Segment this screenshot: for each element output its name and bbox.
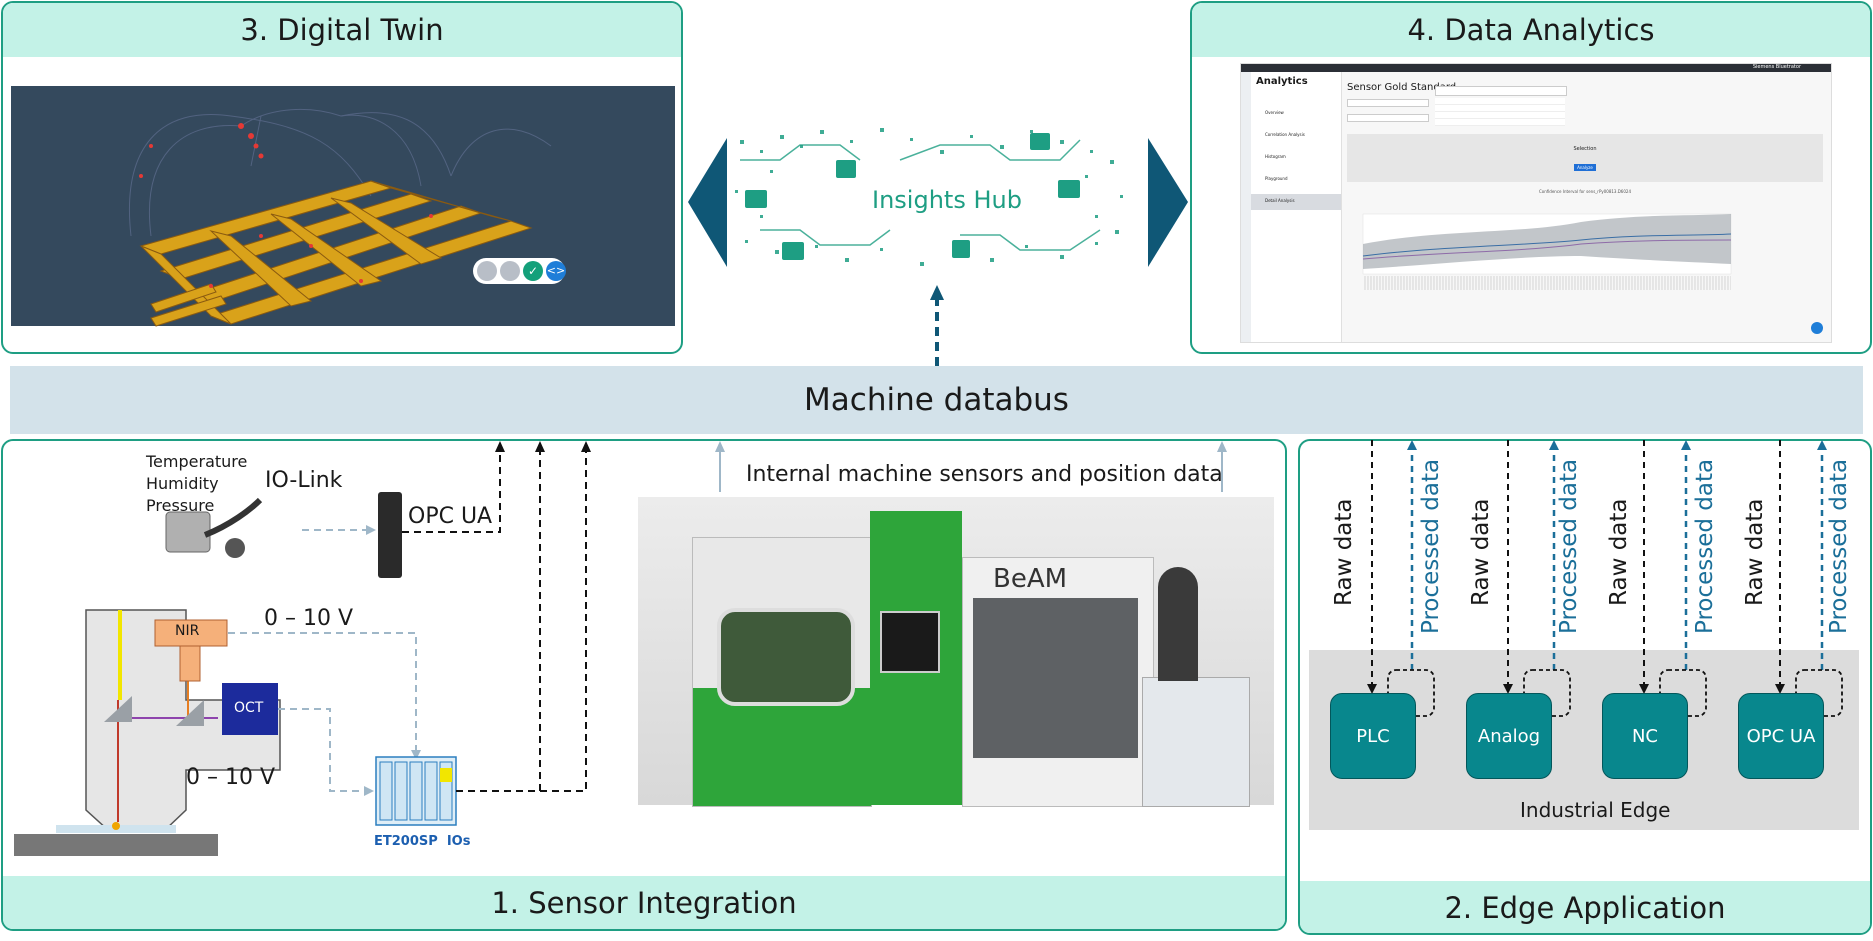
internal-sensors-label: Internal machine sensors and position da… (746, 462, 1223, 487)
control-screen (880, 611, 940, 673)
edge-application-title: 2. Edge Application (1300, 881, 1870, 933)
plc-box: PLC (1330, 693, 1416, 779)
build-table (1435, 98, 1565, 126)
analytics-app-title: Analytics (1256, 76, 1308, 87)
machine-photo: BeAM (638, 497, 1274, 807)
opcua-box: OPC UA (1738, 693, 1824, 779)
voltage-top-label: 0 – 10 V (264, 606, 354, 631)
analytics-user: Siemens Bluetrator (1752, 64, 1801, 70)
check-icon[interactable]: ✓ (523, 261, 543, 281)
analytics-topbar (1241, 64, 1831, 72)
hub-label: Insights Hub (872, 186, 1022, 214)
help-icon[interactable] (1811, 322, 1823, 334)
digital-twin-title: 3. Digital Twin (3, 3, 681, 57)
machine-databus: Machine databus (10, 366, 1863, 434)
machine-green-tower (870, 511, 962, 805)
opcua-label: OPC UA (408, 504, 493, 529)
hub-tile-6 (952, 240, 970, 258)
filter-input[interactable] (1347, 99, 1429, 107)
data-analytics-panel: 4. Data Analytics Siemens Bluetrator Ana… (1190, 1, 1872, 354)
env-label-pressure: Pressure (146, 496, 215, 515)
analytics-iconbar (1241, 72, 1251, 342)
machine-opening (973, 598, 1138, 758)
selection-box: Selection Analyze (1347, 134, 1823, 182)
hub-right-arrow (1148, 138, 1188, 267)
raw-data-label-3: Raw data (1606, 498, 1632, 607)
sidebar-item-playground[interactable]: Playground (1265, 176, 1288, 181)
nir-label: NIR (175, 623, 200, 639)
sidebar-item-overview[interactable]: Overview (1265, 110, 1284, 115)
hub-tile-5 (782, 242, 804, 260)
raw-data-label-4: Raw data (1742, 498, 1768, 607)
chart-title: Confidence Interval for sens_rPy00813.D6… (1539, 189, 1631, 194)
io-module (378, 492, 402, 578)
voltage-bottom-label: 0 – 10 V (186, 765, 276, 790)
sidebar-item-detail-bg (1251, 194, 1341, 210)
user-icon[interactable] (500, 261, 520, 281)
digital-twin-viewport: ✓ <> (11, 86, 675, 327)
oct-box (222, 683, 278, 735)
hub-tile-4 (1058, 180, 1080, 198)
raw-data-label-1: Raw data (1331, 498, 1357, 607)
hub-left-arrow (688, 138, 727, 267)
machine-chamber (692, 537, 872, 807)
analyze-button[interactable]: Analyze (1574, 164, 1596, 171)
industrial-edge-label: Industrial Edge (1520, 798, 1671, 822)
data-analytics-title: 4. Data Analytics (1192, 3, 1870, 57)
nir-box (154, 619, 228, 647)
substrate (14, 834, 218, 856)
sensor-input[interactable] (1347, 114, 1429, 122)
machine-window (717, 608, 855, 706)
confidence-chart (1362, 213, 1732, 290)
analytics-sidebar: Analytics Overview Correlation Analysis … (1251, 72, 1342, 342)
sidebar-item-correlation[interactable]: Correlation Analysis (1265, 132, 1305, 137)
laser-unit (1142, 677, 1250, 807)
hub-tile-1 (745, 190, 767, 208)
env-label-humidity: Humidity (146, 474, 219, 493)
analytics-heading: Sensor Gold Standard (1347, 82, 1457, 93)
sensor-integration-title: 1. Sensor Integration (3, 876, 1285, 929)
exhaust-pipe (1158, 567, 1198, 681)
lattice-model (129, 109, 552, 327)
hub-tile-2 (836, 160, 856, 178)
env-label-temperature: Temperature (146, 452, 248, 471)
beam-logo: BeAM (993, 564, 1068, 594)
processed-data-label-2: Processed data (1556, 458, 1582, 634)
raw-data-label-2: Raw data (1468, 498, 1494, 607)
chip-bar (1435, 86, 1567, 96)
analog-box: Analog (1466, 693, 1552, 779)
sidebar-item-histogram[interactable]: Histogram (1265, 154, 1286, 159)
machine-right-cabinet: BeAM (962, 557, 1154, 807)
digital-twin-panel: 3. Digital Twin (1, 1, 683, 354)
code-icon[interactable]: <> (546, 261, 566, 281)
nc-box: NC (1602, 693, 1688, 779)
oct-label: OCT (234, 700, 264, 716)
share-icon[interactable] (477, 261, 497, 281)
analytics-screenshot: Siemens Bluetrator Analytics Overview Co… (1240, 63, 1832, 343)
processed-data-label-3: Processed data (1692, 458, 1718, 634)
hub-tile-3 (1030, 133, 1050, 150)
selection-label: Selection (1573, 146, 1597, 152)
hub-circuit (735, 128, 1123, 266)
processed-data-label-1: Processed data (1418, 458, 1444, 634)
machine-green-base (693, 688, 871, 806)
processed-data-label-4: Processed data (1826, 458, 1852, 634)
iolink-connector (225, 538, 245, 558)
sidebar-item-detail[interactable]: Detail Analysis (1265, 198, 1295, 203)
et200-label: ET200SP IOs (374, 834, 471, 849)
iolink-label: IO-Link (265, 468, 343, 493)
